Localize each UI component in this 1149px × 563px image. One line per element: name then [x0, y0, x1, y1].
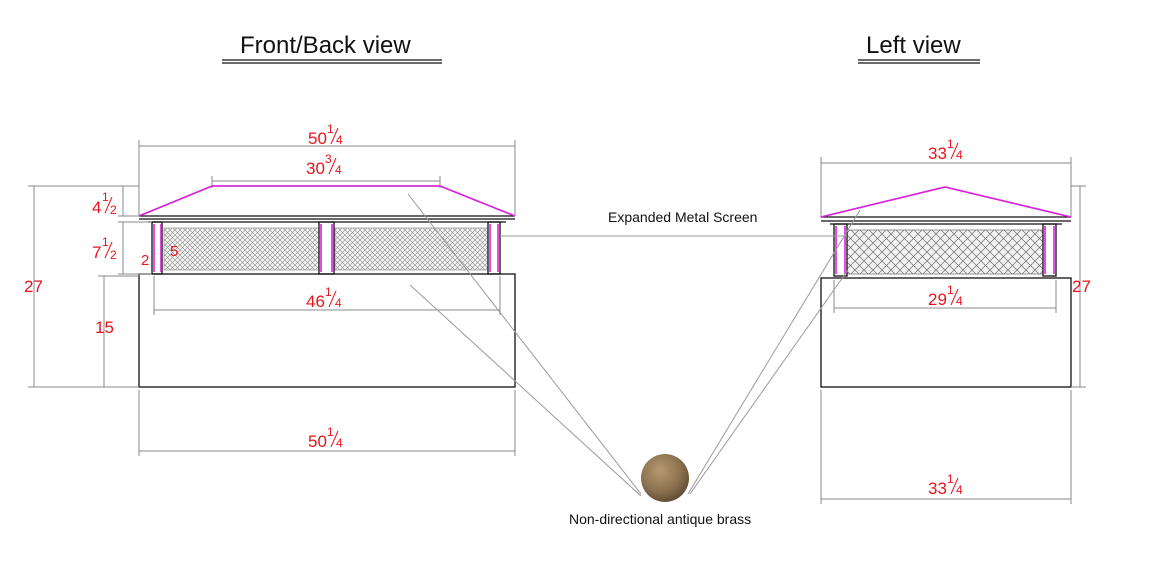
front-roof-trim [138, 185, 516, 217]
dim-bottom-width: 50 1 4 [138, 390, 516, 456]
dim-left-total-height-label: 27 [1072, 277, 1091, 296]
dim-ridge-width-whole: 30 [306, 159, 325, 178]
front-view: Front/Back view 50 1 4 30 3 4 [24, 32, 516, 456]
dim-total-height-label: 27 [24, 277, 43, 296]
dim-top-width: 50 1 4 [138, 122, 516, 215]
dim-left-bottom-width: 33 1 4 [820, 390, 1072, 504]
dim-bottom-width-whole: 50 [308, 432, 327, 451]
dim-left-inner-width-whole: 29 [928, 290, 947, 309]
front-roof [138, 185, 516, 217]
front-base [138, 273, 516, 388]
dim-ridge-width-den: 4 [335, 163, 342, 177]
dim-base-height: 15 [95, 275, 139, 387]
left-screen [846, 229, 1044, 275]
dim-ridge-width: 30 3 4 [211, 152, 441, 188]
dim-left-top-width: 33 1 4 [820, 137, 1072, 218]
dim-left-top-width-den: 4 [956, 148, 963, 162]
dim-top-width-num: 1 [327, 122, 334, 136]
dim-total-height: 27 [24, 185, 139, 388]
dim-screen-height: 7 1 2 [92, 221, 152, 275]
front-screen-left [163, 227, 320, 271]
left-roof-trim [820, 186, 1072, 218]
dim-roof-height-num: 1 [102, 190, 109, 204]
dim-base-height-label: 15 [95, 318, 114, 337]
finial-callout: Non-directional antique brass [407, 193, 861, 527]
front-screen-right [334, 227, 489, 271]
brass-finial-swatch [641, 454, 689, 502]
dim-left-bottom-width-num: 1 [947, 472, 954, 486]
dim-bottom-width-num: 1 [327, 425, 334, 439]
dim-left-bottom-width-whole: 33 [928, 479, 947, 498]
dim-screen-height-whole: 7 [92, 243, 101, 262]
dim-bottom-width-den: 4 [336, 436, 343, 450]
left-posts [833, 223, 1057, 277]
left-base [820, 277, 1072, 388]
dim-left-top-width-num: 1 [947, 137, 954, 151]
dim-screen-height-num: 1 [102, 235, 109, 249]
dim-inner-width-whole: 46 [306, 292, 325, 311]
left-view: Left view 33 1 4 [820, 32, 1091, 504]
dim-left-inner-width: 29 1 4 [833, 280, 1057, 313]
dim-inner-width: 46 1 4 [153, 276, 501, 315]
left-view-title: Left view [866, 32, 961, 59]
screen-callout-label: Expanded Metal Screen [608, 209, 757, 225]
screen-callout: Expanded Metal Screen [500, 209, 847, 237]
dim-post-width-label: 2 [141, 252, 149, 269]
dim-top-width-den: 4 [336, 133, 343, 147]
dim-inner-width-den: 4 [335, 296, 342, 310]
dim-left-inner-width-num: 1 [947, 283, 954, 297]
dim-left-bottom-width-den: 4 [956, 483, 963, 497]
finial-callout-label: Non-directional antique brass [569, 511, 751, 527]
dim-left-top-width-whole: 33 [928, 144, 947, 163]
dim-top-width-whole: 50 [308, 129, 327, 148]
dim-ridge-width-num: 3 [325, 152, 332, 166]
dim-post-gap-label: 5 [170, 243, 178, 260]
dim-roof-height-whole: 4 [92, 198, 101, 217]
dim-roof-height: 4 1 2 [92, 186, 139, 217]
dim-left-total-height: 27 [1071, 185, 1091, 388]
dim-inner-width-num: 1 [325, 285, 332, 299]
dim-left-inner-width-den: 4 [956, 294, 963, 308]
dim-roof-height-den: 2 [110, 203, 117, 217]
dim-screen-height-den: 2 [110, 248, 117, 262]
front-view-title: Front/Back view [240, 32, 411, 59]
